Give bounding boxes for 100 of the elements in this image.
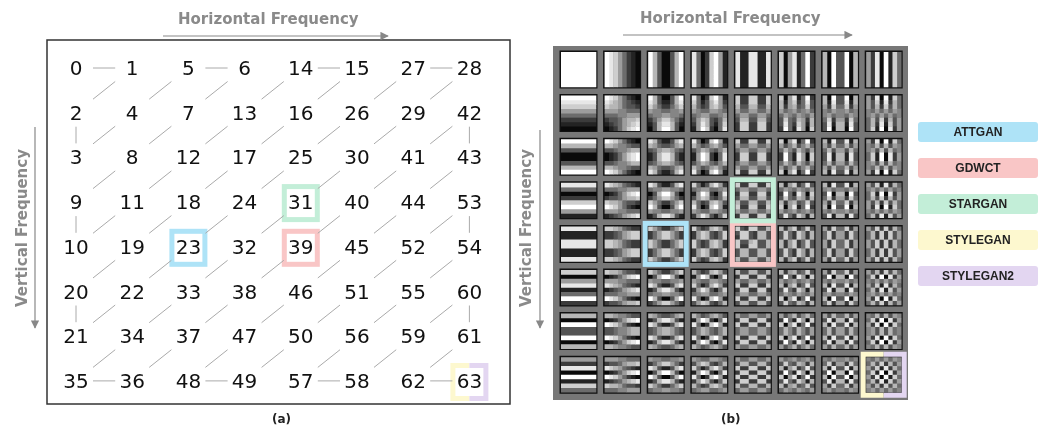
connector-line — [204, 67, 229, 69]
zigzag-index: 54 — [452, 232, 487, 261]
connector-line — [204, 215, 229, 234]
legend-label: GDWCT — [954, 160, 1002, 177]
zigzag-index: 27 — [396, 54, 431, 82]
zigzag-index: 32 — [227, 232, 262, 261]
connector-line — [148, 259, 172, 279]
zigzag-index: 1 — [115, 54, 150, 82]
connector-line — [429, 125, 453, 145]
connector-line — [317, 170, 341, 190]
connector-line — [317, 215, 341, 234]
connector-line — [317, 304, 341, 324]
zigzag-index: 10 — [59, 232, 93, 261]
connector-line — [92, 259, 116, 279]
connector-line — [429, 259, 453, 279]
zigzag-index: 5 — [171, 54, 206, 82]
connector-line — [317, 259, 341, 279]
connector-line — [75, 305, 77, 323]
connector-line — [92, 349, 116, 368]
connector-line — [373, 259, 397, 279]
zigzag-index: 49 — [227, 366, 262, 395]
connector-line — [261, 125, 285, 145]
connector-line — [204, 304, 229, 324]
zigzag-index: 38 — [227, 277, 262, 306]
axis-label: Vertical Frequency — [517, 149, 535, 307]
connector-line — [317, 81, 341, 100]
connector-line — [261, 259, 285, 279]
zigzag-index: 41 — [396, 143, 431, 172]
zigzag-index: 7 — [171, 98, 206, 127]
connector-line — [204, 259, 229, 279]
zigzag-index: 45 — [340, 232, 374, 261]
connector-line — [317, 380, 341, 382]
zigzag-index: 55 — [396, 277, 431, 306]
connector-line — [204, 380, 229, 382]
connector-line — [373, 125, 397, 145]
connector-line — [261, 349, 285, 368]
zigzag-index: 40 — [340, 188, 374, 217]
connector-line — [429, 380, 453, 382]
zigzag-index: 18 — [171, 188, 206, 217]
zigzag-index: 60 — [452, 277, 487, 306]
connector-line — [75, 215, 77, 234]
connector-line — [92, 125, 116, 145]
zigzag-index: 24 — [227, 188, 262, 217]
connector-line — [148, 349, 172, 368]
connector-line — [373, 170, 397, 190]
zigzag-index: 63 — [452, 366, 487, 395]
zigzag-index: 15 — [340, 54, 374, 82]
zigzag-index: 52 — [396, 232, 431, 261]
zigzag-index: 35 — [59, 366, 93, 395]
zigzag-index: 46 — [283, 277, 318, 306]
zigzag-index: 14 — [283, 54, 318, 82]
zigzag-index: 61 — [452, 322, 487, 351]
zigzag-index: 30 — [340, 143, 374, 172]
connector-line — [148, 81, 172, 100]
connector-line — [92, 67, 116, 69]
connector-line — [429, 304, 453, 324]
zigzag-index: 29 — [396, 98, 431, 127]
zigzag-index: 59 — [396, 322, 431, 351]
connector-line — [92, 81, 116, 100]
connector-line — [429, 81, 453, 100]
connector-line — [148, 125, 172, 145]
zigzag-index: 62 — [396, 366, 431, 395]
zigzag-index: 47 — [227, 322, 262, 351]
zigzag-index: 28 — [452, 54, 487, 82]
legend-label: ATTGAN — [952, 124, 1004, 141]
zigzag-index: 57 — [283, 366, 318, 395]
connector-line — [148, 304, 172, 324]
zigzag-index: 53 — [452, 188, 487, 217]
connector-line — [148, 170, 172, 190]
legend-label: STYLEGAN — [944, 232, 1012, 249]
connector-line — [468, 126, 470, 144]
connector-line — [468, 215, 470, 234]
zigzag-index: 20 — [59, 277, 93, 306]
axis-label: Vertical Frequency — [13, 149, 31, 307]
connector-line — [204, 125, 229, 145]
zigzag-index: 50 — [283, 322, 318, 351]
connector-line — [261, 81, 285, 100]
axis-label: Horizontal Frequency — [178, 10, 359, 28]
connector-line — [429, 349, 453, 368]
zigzag-index: 51 — [340, 277, 374, 306]
connector-line — [429, 170, 453, 190]
connector-line — [261, 215, 285, 234]
zigzag-index: 6 — [227, 54, 262, 82]
zigzag-index: 25 — [283, 143, 318, 172]
connector-line — [373, 304, 397, 324]
connector-line — [373, 81, 397, 100]
zigzag-index: 3 — [59, 143, 93, 172]
zigzag-index: 16 — [283, 98, 318, 127]
connector-line — [204, 81, 229, 100]
zigzag-index: 21 — [59, 322, 93, 351]
connector-line — [317, 67, 341, 69]
legend-label: STYLEGAN2 — [941, 268, 1015, 285]
connector-line — [261, 304, 285, 324]
zigzag-index: 36 — [115, 366, 150, 395]
connector-line — [92, 380, 116, 382]
zigzag-index: 43 — [452, 143, 487, 172]
panel-caption: (a) — [272, 412, 292, 426]
connector-line — [429, 215, 453, 234]
zigzag-index: 17 — [227, 143, 262, 172]
connector-line — [317, 349, 341, 368]
